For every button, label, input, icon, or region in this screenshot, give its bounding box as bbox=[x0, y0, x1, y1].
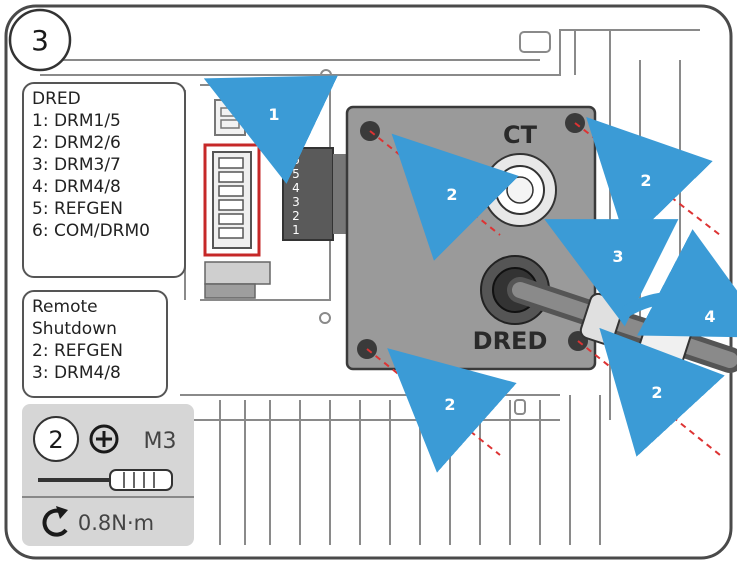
screwdriver-icon bbox=[38, 469, 173, 491]
pin-label: 6 bbox=[292, 153, 300, 167]
torque-value: 0.8N·m bbox=[78, 511, 154, 535]
pin-label: 3 bbox=[292, 195, 300, 209]
arrow-4-rotate bbox=[621, 229, 737, 338]
step-number: 3 bbox=[31, 24, 49, 57]
pin-label: 1 bbox=[292, 223, 300, 237]
shutdown-box-line: 2: REFGEN bbox=[32, 341, 123, 361]
cable-clamp bbox=[204, 261, 271, 285]
rotate-clockwise-icon bbox=[42, 506, 68, 537]
callout-1: 1 bbox=[268, 105, 279, 124]
dred-pinout-box: DRED 1: DRM1/5 2: DRM2/6 3: DRM3/7 4: DR… bbox=[22, 82, 186, 278]
callout-3: 3 bbox=[612, 247, 623, 266]
callout-2: 2 bbox=[651, 383, 662, 402]
remote-shutdown-box: Remote Shutdown 2: REFGEN 3: DRM4/8 bbox=[22, 290, 168, 398]
screw-size: M3 bbox=[144, 429, 177, 454]
shutdown-box-line: 3: DRM4/8 bbox=[32, 363, 121, 383]
arrow-2-bottom-right bbox=[599, 327, 725, 457]
arrow-2-top-left bbox=[391, 133, 519, 261]
phillips-head-icon bbox=[89, 424, 119, 454]
step-badge bbox=[8, 8, 72, 72]
dred-box-line: 2: DRM2/6 bbox=[32, 133, 121, 153]
dred-box-line: 5: REFGEN bbox=[32, 199, 123, 219]
pin-label: 5 bbox=[292, 167, 300, 181]
arrow-1 bbox=[203, 75, 338, 184]
dred-box-title: DRED bbox=[32, 89, 81, 109]
pin-label: 2 bbox=[292, 209, 300, 223]
dred-box-line: 3: DRM3/7 bbox=[32, 155, 121, 175]
dred-label: DRED bbox=[473, 327, 548, 355]
tool-panel: 2 M3 0.8N·m bbox=[22, 404, 194, 546]
arrow-2-bottom-left bbox=[387, 348, 517, 473]
callout-2: 2 bbox=[444, 395, 455, 414]
arrow-3 bbox=[544, 219, 679, 327]
dred-box-line: 1: DRM1/5 bbox=[32, 111, 121, 131]
sub-step-number: 2 bbox=[48, 426, 63, 454]
small-terminal-block bbox=[214, 99, 246, 136]
sub-step-badge bbox=[33, 416, 79, 462]
callout-2: 2 bbox=[640, 171, 651, 190]
dred-plug-pins: 6 5 4 3 2 1 bbox=[292, 153, 300, 237]
callout-4: 4 bbox=[704, 307, 715, 326]
cover-plate bbox=[345, 105, 597, 371]
callout-2: 2 bbox=[446, 185, 457, 204]
arrow-2-top-right bbox=[586, 117, 713, 245]
shutdown-box-line: Remote bbox=[32, 297, 98, 317]
dred-box-line: 4: DRM4/8 bbox=[32, 177, 121, 197]
step-arrows bbox=[203, 75, 725, 473]
shutdown-box-line: Shutdown bbox=[32, 319, 117, 339]
pin-label: 4 bbox=[292, 181, 300, 195]
dred-box-line: 6: COM/DRM0 bbox=[32, 221, 150, 241]
ct-label: CT bbox=[503, 121, 538, 149]
